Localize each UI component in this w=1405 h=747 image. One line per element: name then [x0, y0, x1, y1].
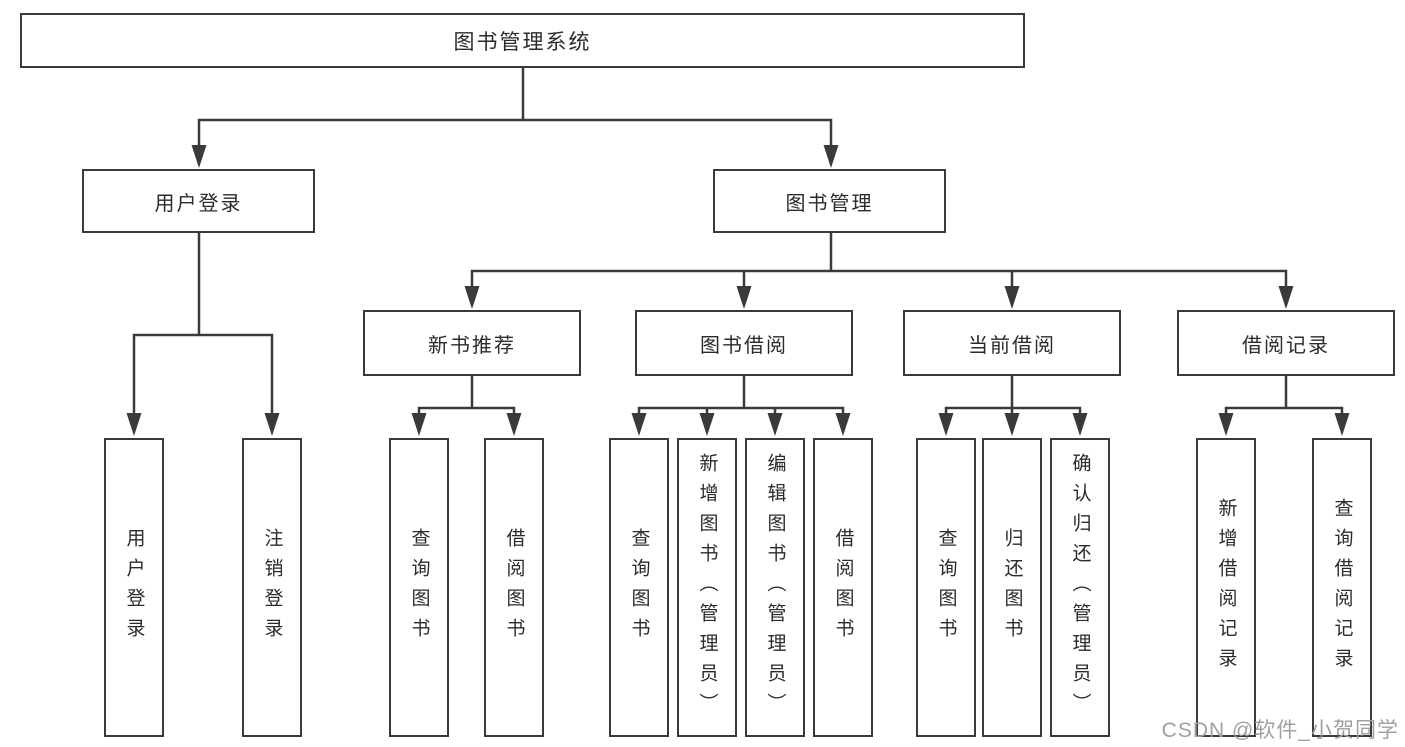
connector-current-borrowing-split [944, 376, 1082, 415]
node-book-borrowing: 图书借阅 [635, 310, 853, 376]
node-user-login-branch-label: 用户登录 [154, 192, 243, 215]
node-book-management: 图书管理 [713, 169, 946, 233]
node-book-management-label: 图书管理 [785, 192, 874, 215]
node-current-borrowing-label: 当前借阅 [968, 334, 1056, 357]
leaf-borrow-books-recommend: 借阅图书 [484, 438, 544, 737]
leaf-query-books-borrowing-label: 查询图书 [628, 527, 650, 648]
leaf-borrow-books-recommend-label: 借阅图书 [503, 527, 525, 648]
leaf-query-books-recommend-label: 查询图书 [408, 527, 430, 648]
leaf-query-books-current: 查询图书 [916, 438, 976, 737]
leaf-query-books-borrowing: 查询图书 [609, 438, 669, 737]
node-user-login-branch: 用户登录 [82, 169, 315, 233]
leaf-confirm-return-admin: 确认归还（管理员） [1050, 438, 1110, 737]
leaf-edit-book-admin-label: 编辑图书（管理员） [764, 452, 786, 723]
leaf-logout-label: 注销登录 [261, 527, 283, 648]
leaf-add-borrow-record-label: 新增借阅记录 [1215, 497, 1237, 678]
csdn-watermark: CSDN @软件_小贺同学 [1161, 719, 1399, 742]
connector-root-split [197, 67, 833, 148]
node-current-borrowing: 当前借阅 [903, 310, 1121, 376]
connector-new-book-recommend-split [417, 376, 516, 415]
leaf-user-login: 用户登录 [104, 438, 164, 737]
connector-user-login-split [132, 233, 274, 417]
node-borrow-records-label: 借阅记录 [1242, 334, 1330, 357]
connector-book-borrowing-split [637, 376, 845, 415]
leaf-return-book-label: 归还图书 [1001, 527, 1023, 648]
leaf-user-login-label: 用户登录 [123, 527, 145, 648]
leaf-query-books-recommend: 查询图书 [389, 438, 449, 737]
leaf-query-books-current-label: 查询图书 [935, 527, 957, 648]
connector-borrow-records-split [1224, 376, 1344, 415]
node-borrow-records: 借阅记录 [1177, 310, 1395, 376]
leaf-borrow-books-label: 借阅图书 [832, 527, 854, 648]
node-new-book-recommend: 新书推荐 [363, 310, 581, 376]
node-root-system: 图书管理系统 [20, 13, 1025, 68]
leaf-logout: 注销登录 [242, 438, 302, 737]
leaf-return-book: 归还图书 [982, 438, 1042, 737]
leaf-add-book-admin-label: 新增图书（管理员） [696, 452, 718, 723]
node-root-system-label: 图书管理系统 [453, 30, 592, 54]
leaf-add-book-admin: 新增图书（管理员） [677, 438, 737, 737]
leaf-borrow-books: 借阅图书 [813, 438, 873, 737]
connector-book-management-split [470, 233, 1288, 290]
node-book-borrowing-label: 图书借阅 [700, 334, 788, 357]
leaf-query-borrow-record-label: 查询借阅记录 [1331, 497, 1353, 678]
leaf-edit-book-admin: 编辑图书（管理员） [745, 438, 805, 737]
leaf-query-borrow-record: 查询借阅记录 [1312, 438, 1372, 737]
leaf-confirm-return-admin-label: 确认归还（管理员） [1069, 452, 1091, 723]
leaf-add-borrow-record: 新增借阅记录 [1196, 438, 1256, 737]
node-new-book-recommend-label: 新书推荐 [428, 334, 516, 357]
